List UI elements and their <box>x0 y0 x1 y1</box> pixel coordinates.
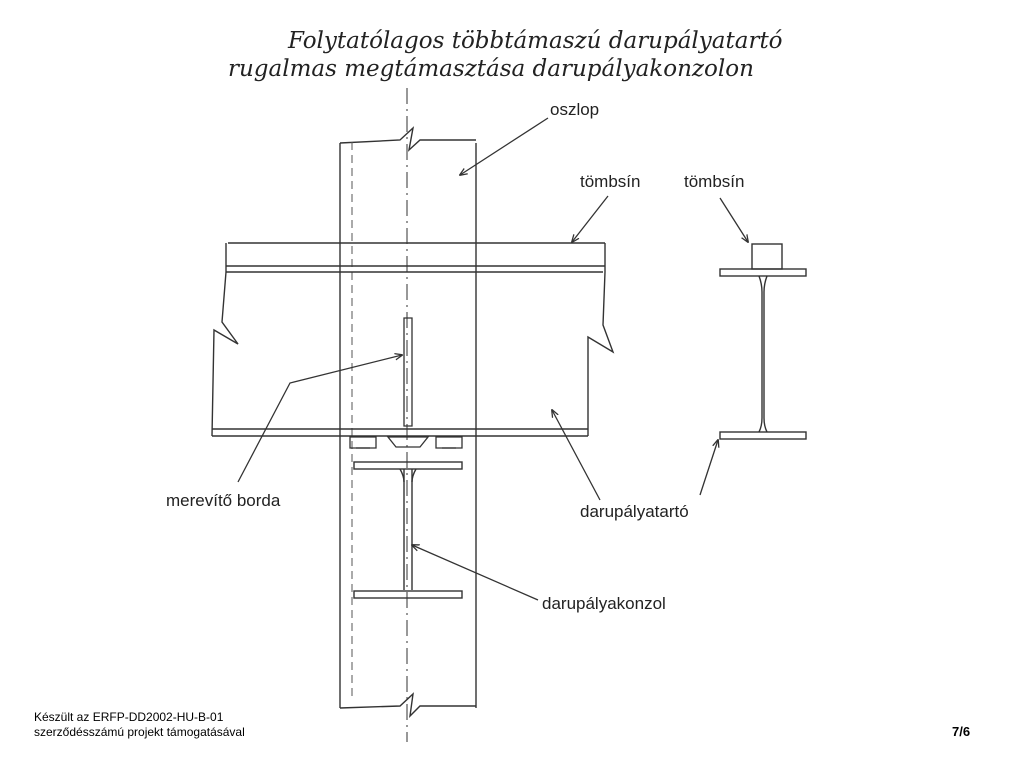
leader-tombsin-section <box>719 197 748 242</box>
bearing-supports <box>349 436 463 449</box>
leader-merevito-borda <box>237 355 402 483</box>
page-number: 7/6 <box>952 724 971 739</box>
crane-bracket <box>353 461 463 599</box>
leader-tombsin-main <box>572 195 609 242</box>
footer-line1: Készült az ERFP-DD2002-HU-B-01 <box>34 710 224 724</box>
footer-line2: szerződésszámú projekt támogatásával <box>34 725 245 739</box>
leader-darupalyakonzol <box>412 545 539 601</box>
leader-darupalyatarto-side <box>552 410 601 501</box>
girder-cross-section <box>719 243 807 440</box>
diagram-title-line2: rugalmas megtámasztása darupályakonzolon <box>228 56 754 82</box>
label-tombsin-main: tömbsín <box>580 172 641 191</box>
label-tombsin-section: tömbsín <box>684 172 745 191</box>
label-merevito-borda: merevítő borda <box>166 491 281 510</box>
stiffener-rib <box>403 317 413 427</box>
label-darupalyakonzol: darupályakonzol <box>542 594 666 613</box>
leader-oszlop <box>460 117 549 175</box>
label-oszlop: oszlop <box>550 100 600 119</box>
leader-darupalyatarto-section <box>699 440 718 496</box>
leader-lines <box>237 117 748 601</box>
column <box>339 126 477 718</box>
label-darupalyatarto: darupályatartó <box>580 502 689 521</box>
crane-runway-girder <box>211 242 615 437</box>
diagram-title-line1: Folytatólagos többtámaszú darupályatartó <box>288 28 783 54</box>
